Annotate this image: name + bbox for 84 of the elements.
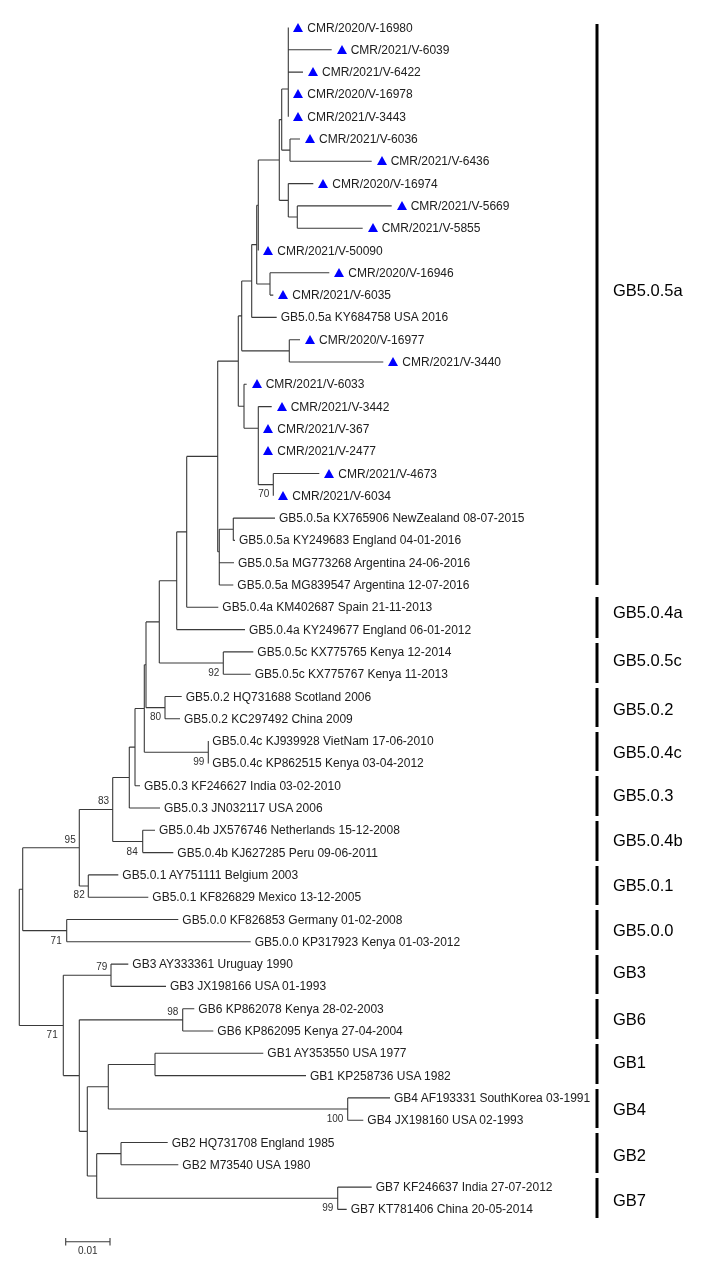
taxon-label: GB5.0.1 KF826829 Mexico 13-12-2005 [152, 890, 362, 905]
taxon-label: GB5.0.4c KJ939928 VietNam 17-06-2010 [212, 734, 434, 749]
taxon-label: CMR/2021/V-6436 [390, 154, 490, 169]
clade-label: GB5.0.4a [613, 602, 683, 622]
taxon-label: CMR/2020/V-16977 [319, 332, 425, 347]
taxon-label: GB5.0.5a KX765906 NewZealand 08-07-2015 [279, 511, 525, 526]
taxon-label: GB5.0.5c KX775767 Kenya 11-2013 [254, 667, 448, 682]
clade-label: GB3 [613, 962, 647, 982]
taxon-label: GB5.0.4a KY249677 England 06-01-2012 [249, 622, 472, 637]
clade-label: GB2 [613, 1145, 647, 1165]
taxon-label: GB3 AY333361 Uruguay 1990 [132, 957, 293, 972]
taxon-label: GB2 M73540 USA 1980 [182, 1157, 311, 1172]
taxon-label: GB5.0.4b JX576746 Netherlands 15-12-2008 [159, 823, 400, 838]
bootstrap-value: 71 [46, 1029, 58, 1041]
taxon-label: CMR/2020/V-16978 [307, 87, 413, 102]
taxon-label: GB5.0.3 KF246627 India 03-02-2010 [144, 778, 341, 793]
taxon-label: GB5.0.4b KJ627285 Peru 09-06-2011 [177, 845, 378, 860]
bootstrap-value: 79 [96, 961, 108, 974]
taxon-label: CMR/2021/V-6034 [292, 488, 392, 503]
clade-label: GB5.0.3 [613, 785, 674, 805]
clade-label: GB5.0.2 [613, 699, 674, 719]
taxon-label: CMR/2020/V-16946 [348, 265, 454, 280]
taxon-label: GB5.0.4c KP862515 Kenya 03-04-2012 [212, 756, 424, 771]
taxon-label: GB3 JX198166 USA 01-1993 [170, 979, 327, 994]
taxon-label: GB1 KP258736 USA 1982 [310, 1068, 451, 1083]
taxon-label: CMR/2021/V-5669 [410, 198, 510, 213]
bootstrap-value: 82 [73, 889, 85, 901]
clade-label: GB5.0.4b [613, 830, 683, 850]
bootstrap-value: 84 [126, 845, 138, 858]
clade-label: GB1 [613, 1052, 647, 1072]
taxon-label: GB5.0.5a KY249683 England 04-01-2016 [239, 533, 462, 548]
bootstrap-value: 71 [50, 934, 62, 947]
bootstrap-value: 80 [149, 711, 161, 723]
taxon-label: GB5.0.4a KM402687 Spain 21-11-2013 [222, 600, 433, 615]
taxon-label: GB2 HQ731708 England 1985 [171, 1135, 335, 1150]
bootstrap-value: 70 [258, 488, 270, 500]
taxon-label: GB5.0.2 KC297492 China 2009 [184, 711, 353, 726]
taxon-label: GB1 AY353550 USA 1977 [267, 1046, 407, 1061]
taxon-label: CMR/2020/V-16974 [332, 176, 438, 191]
scale-label: 0.01 [78, 1245, 98, 1257]
taxon-label: GB5.0.0 KP317923 Kenya 01-03-2012 [254, 934, 461, 949]
taxon-label: CMR/2021/V-6035 [292, 288, 392, 303]
taxon-label: CMR/2021/V-367 [277, 421, 370, 436]
taxon-label: CMR/2021/V-4673 [338, 466, 438, 481]
taxon-label: CMR/2021/V-5855 [381, 221, 481, 236]
clade-label: GB5.0.4c [613, 742, 682, 762]
taxon-label: GB7 KT781406 China 20-05-2014 [350, 1202, 533, 1217]
clade-label: GB4 [613, 1099, 647, 1119]
bootstrap-value: 95 [64, 834, 76, 846]
taxon-label: GB6 KP862095 Kenya 27-04-2004 [217, 1024, 403, 1038]
taxon-label: GB4 JX198160 USA 02-1993 [367, 1113, 524, 1128]
taxon-label: GB6 KP862078 Kenya 28-02-2003 [198, 1001, 384, 1016]
taxon-label: GB5.0.5a MG773268 Argentina 24-06-2016 [238, 555, 471, 570]
clade-label: GB6 [613, 1009, 647, 1029]
bootstrap-value: 99 [193, 755, 205, 768]
taxon-label: CMR/2021/V-6033 [265, 377, 365, 392]
taxon-label: CMR/2021/V-50090 [277, 243, 383, 258]
bootstrap-value: 99 [322, 1202, 334, 1215]
clade-label: GB7 [613, 1190, 647, 1210]
taxon-label: GB4 AF193331 SouthKorea 03-1991 [394, 1090, 591, 1105]
taxon-label: CMR/2021/V-6422 [322, 65, 421, 80]
taxon-label: GB5.0.0 KF826853 Germany 01-02-2008 [182, 912, 403, 927]
clade-label: GB5.0.5a [613, 280, 683, 300]
clade-label: GB5.0.0 [613, 920, 674, 940]
taxon-label: GB5.0.2 HQ731688 Scotland 2006 [185, 689, 372, 704]
bootstrap-value: 98 [167, 1006, 179, 1019]
taxon-label: GB5.0.5c KX775765 Kenya 12-2014 [257, 644, 452, 659]
taxon-label: CMR/2021/V-6039 [350, 42, 450, 57]
bootstrap-value: 83 [97, 794, 109, 807]
taxon-label: GB7 KF246637 India 27-07-2012 [375, 1180, 553, 1195]
taxon-label: CMR/2021/V-2477 [277, 444, 377, 459]
bootstrap-value: 100 [326, 1113, 344, 1125]
taxon-label: CMR/2021/V-3442 [290, 399, 390, 414]
taxon-label: GB5.0.5a KY684758 USA 2016 [280, 310, 449, 325]
clade-label: GB5.0.5c [613, 650, 682, 670]
taxon-label: CMR/2021/V-3443 [307, 109, 407, 124]
taxon-label: GB5.0.5a MG839547 Argentina 12-07-2016 [237, 578, 470, 592]
taxon-label: GB5.0.3 JN032117 USA 2006 [164, 801, 323, 815]
taxon-label: CMR/2021/V-3440 [402, 355, 502, 369]
taxon-label: GB5.0.1 AY751111 Belgium 2003 [122, 867, 299, 882]
taxon-label: CMR/2020/V-16980 [307, 20, 413, 35]
clade-label: GB5.0.1 [613, 875, 674, 895]
bootstrap-value: 92 [208, 667, 220, 679]
taxon-label: CMR/2021/V-6036 [319, 132, 418, 146]
